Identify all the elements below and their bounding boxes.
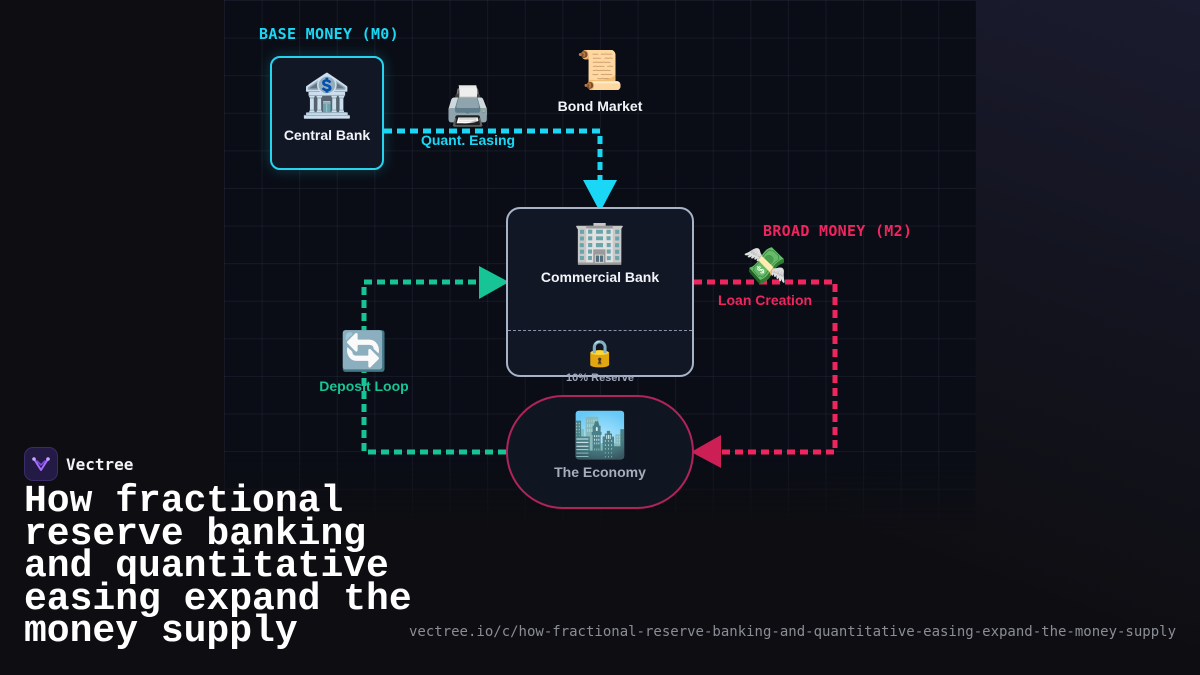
source-url[interactable]: vectree.io/c/how-fractional-reserve-bank… xyxy=(408,624,1176,640)
broad-money-zone-label: BROAD MONEY (M2) xyxy=(763,222,913,240)
base-money-zone-label: BASE MONEY (M0) xyxy=(259,25,399,43)
brand: Vectree xyxy=(24,447,133,481)
bond-market-node: 📜 Bond Market xyxy=(545,52,655,114)
reserve-label: 10% Reserve xyxy=(566,372,634,384)
deposit-loop-node: 🔄 Deposit Loop xyxy=(309,333,419,394)
loan-flow-arrow xyxy=(694,279,838,455)
qe-arrowhead xyxy=(583,180,617,212)
economy-node: 🏙️ The Economy xyxy=(506,395,694,509)
page-title: How fractional reserve banking and quant… xyxy=(24,480,412,653)
economy-label: The Economy xyxy=(554,464,646,480)
cycle-arrows-icon: 🔄 xyxy=(340,331,388,373)
loan-arrowhead xyxy=(691,435,721,468)
brand-name: Vectree xyxy=(66,454,134,474)
loan-creation-label: Loan Creation xyxy=(717,292,813,308)
quant-easing-label: Quant. Easing xyxy=(420,132,516,148)
lock-icon: 🔒 xyxy=(583,338,617,368)
loan-creation-node: 💸 Loan Creation xyxy=(705,245,825,309)
reserve-divider xyxy=(508,330,692,331)
office-building-icon: 🏢 xyxy=(573,218,627,265)
printer-icon: 🖨️ xyxy=(444,86,492,128)
central-bank-label: Central Bank xyxy=(283,127,371,143)
vectree-logo-icon xyxy=(24,447,58,481)
central-bank-node: 🏦 Central Bank xyxy=(270,56,384,170)
deposit-loop-arrow xyxy=(361,279,506,455)
deposit-loop-label: Deposit Loop xyxy=(319,378,409,394)
bank-building-icon: 🏦 xyxy=(300,72,354,119)
commercial-bank-label: Commercial Bank xyxy=(540,269,660,285)
money-with-wings-icon: 💸 xyxy=(742,245,788,286)
commercial-bank-node: 🏢 Commercial Bank 🔒 10% Reserve xyxy=(506,207,694,384)
scroll-icon: 📜 xyxy=(576,50,624,92)
quant-easing-node: 🖨️ Quant. Easing xyxy=(413,88,523,148)
qe-flow-arrow xyxy=(384,128,603,184)
cityscape-icon: 🏙️ xyxy=(572,411,628,460)
bond-market-label: Bond Market xyxy=(557,98,643,114)
deposit-arrowhead xyxy=(479,266,509,299)
